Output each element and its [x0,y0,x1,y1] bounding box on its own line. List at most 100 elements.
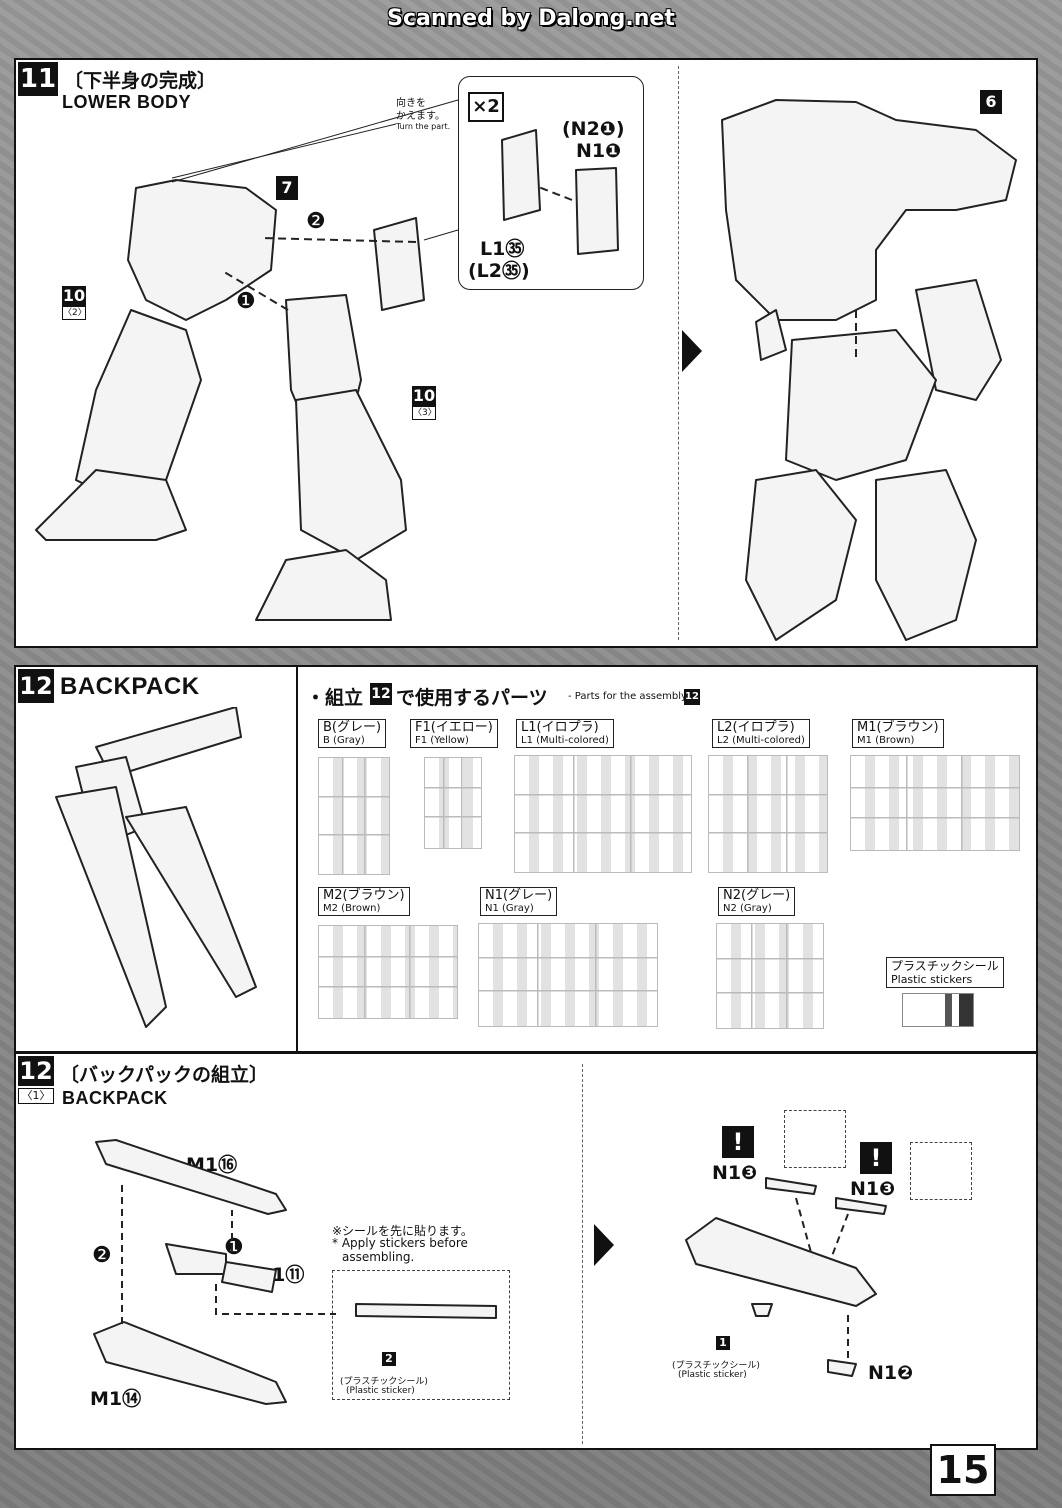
used-parts-en: - Parts for the assembly [568,691,687,702]
assembly-arrow-1: ❶ [224,1234,244,1259]
runner-tag-m1: M1(ブラウン)M1 (Brown) [852,719,944,748]
runner-n1-jp: N1(グレー) [485,888,553,903]
runner-tag-b: B(グレー)B (Gray) [318,719,387,748]
turn-note-jp-2: かえます。 [396,111,445,122]
runner-m1-en: M1 (Brown) [857,735,915,746]
part-label-n1-3b: N1❸ [850,1178,896,1200]
step11-divider [678,66,679,640]
runner-tag-l2: L2(イロプラ)L2 (Multi-colored) [712,719,810,748]
backpack-assembly-left [93,1139,497,1405]
runner-tag-m2: M2(ブラウン)M2 (Brown) [318,887,410,916]
ref-step-6: 6 [980,90,1002,114]
runner-l1 [514,755,692,873]
runner-tag-n1: N1(グレー)N1 (Gray) [480,887,558,916]
step12-1-sub: 〈1〉 [18,1088,54,1104]
runner-tag-l1: L1(イロプラ)L1 (Multi-colored) [516,719,614,748]
sticker-note-en-2: assembling. [342,1250,415,1264]
multiplier-badge: ×2 [468,92,504,122]
sticker-note-jp: ※シールを先に貼ります。 [332,1224,473,1238]
lower-body-illustration [35,99,1017,641]
runner-tag-f1: F1(イエロー)F1 (Yellow) [410,719,498,748]
runner-l2-jp: L2(イロプラ) [717,720,795,735]
runner-f1-en: F1 (Yellow) [415,735,469,746]
sticker-number-2: 2 [382,1352,396,1366]
sticker-close-up-right [910,1142,972,1200]
plastic-sticker-jp: プラスチックシール [891,959,999,973]
used-parts-jp-suffix: で使用するパーツ [396,687,548,709]
runner-n2-en: N2 (Gray) [723,903,772,914]
part-label-n1-3a: N1❸ [712,1162,758,1184]
warning-icon-left: ! [722,1126,754,1158]
backpack-illustration [55,707,257,1028]
runner-n2 [716,923,824,1029]
ref-step-10a-sub: 〈2〉 [62,306,87,320]
plastic-sticker-en: Plastic stickers [891,973,973,986]
part-label-m1-14: M1⑭ [90,1388,142,1410]
sticker-number-1: 1 [716,1336,730,1350]
sticker-note-en-1: * Apply stickers before [332,1236,468,1250]
used-parts-en-step-ref: 12 [684,689,700,705]
step12-1-title-jp: 〔バックパックの組立〕 [60,1064,269,1086]
ref-step-10a: 10 [62,286,86,306]
step12-panel-divider [296,667,298,1051]
step11-number: 11 [18,62,58,96]
ref-step-10b: 10 [412,386,436,406]
step11-arrow-icon [682,330,702,372]
runner-l2-en: L2 (Multi-colored) [717,735,805,746]
sticker-detail-box [332,1270,510,1400]
runner-l1-jp: L1(イロプラ) [521,720,599,735]
runner-tag-n2: N2(グレー)N2 (Gray) [718,887,796,916]
step12-title-en: BACKPACK [60,673,200,700]
warning-icon-right: ! [860,1142,892,1174]
runner-b-jp: B(グレー) [323,720,382,735]
step12-1-number: 12 [18,1056,54,1086]
step12-1-title-en: BACKPACK [62,1088,168,1108]
runner-l1-en: L1 (Multi-colored) [521,735,609,746]
step-arrow-1: ❶ [236,288,256,313]
scan-credit: Scanned by Dalong.net [387,6,675,31]
runner-m1 [850,755,1020,851]
turn-note-en: Turn the part. [396,122,451,131]
runner-f1-jp: F1(イエロー) [415,720,493,735]
runner-f1 [424,757,482,849]
ref-step-7: 7 [276,176,298,200]
runner-l2 [708,755,828,873]
runner-m2-en: M2 (Brown) [323,903,381,914]
step11-title-jp: 〔下半身の完成〕 [64,70,217,92]
sticker-close-up-left [784,1110,846,1168]
runner-m2 [318,925,458,1019]
ref-step-10b-sub: 〈3〉 [412,406,437,420]
step12-1-divider [582,1064,583,1444]
step12-assembly-panel: 12 〈1〉 〔バックパックの組立〕 BACKPACK M1⑯ L1⑪ M1⑭ … [14,1052,1038,1450]
plastic-sticker-label-jp-right: (プラスチックシール) [672,1361,760,1371]
runner-m2-jp: M2(ブラウン) [323,888,405,903]
part-label-n2: (N2❶) [562,118,625,140]
step12-1-arrow-icon [594,1224,614,1266]
assembly-arrow-2: ❷ [92,1242,112,1267]
runner-n2-jp: N2(グレー) [723,888,791,903]
step11-title-en: LOWER BODY [62,92,191,112]
plastic-sticker-label-en-right: (Plastic sticker) [678,1370,747,1380]
used-parts-jp-prefix: ・組立 [306,687,364,709]
plastic-sticker-label-en-left: (Plastic sticker) [346,1386,415,1396]
part-label-n1-2: N1❷ [868,1362,914,1384]
used-parts-step-ref: 12 [370,683,392,705]
part-label-l2: (L2㉟) [468,260,530,282]
page-number: 15 [930,1444,996,1496]
step12-parts-panel: 12 BACKPACK ・組立 12 で使用するパーツ - Parts for … [14,665,1038,1053]
runner-b [318,757,390,875]
runner-b-en: B (Gray) [323,735,365,746]
backpack-assembly-right [685,1177,887,1377]
step12-number: 12 [18,669,54,703]
plastic-sticker-label-jp-left: (プラスチックシール) [340,1377,428,1387]
plastic-sticker-sheet [902,993,974,1027]
part-label-n1: N1❶ [576,140,622,162]
runner-m1-jp: M1(ブラウン) [857,720,939,735]
step11-panel: 11 〔下半身の完成〕 LOWER BODY ×2 (N2❶) N1❶ L1㉟ … [14,58,1038,648]
step-arrow-2: ❷ [306,208,326,233]
turn-note-jp-1: 向きを [396,98,426,109]
part-label-l1: L1㉟ [480,238,525,260]
runner-n1-en: N1 (Gray) [485,903,534,914]
runner-n1 [478,923,658,1027]
